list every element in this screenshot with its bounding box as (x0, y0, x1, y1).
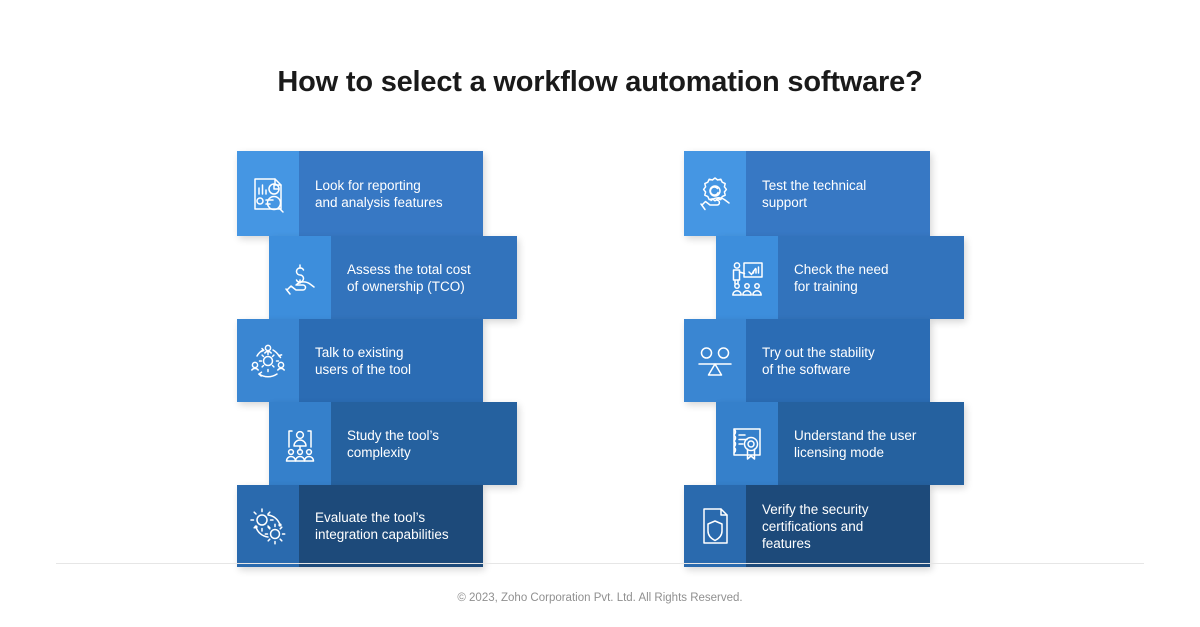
card-label: Try out the stability of the software (762, 344, 875, 377)
card-body: Test the technical support (746, 151, 930, 236)
card-label: Assess the total cost of ownership (TCO) (347, 261, 471, 294)
footer-copyright: © 2023, Zoho Corporation Pvt. Ltd. All R… (457, 592, 743, 604)
card-test-technical-support[interactable]: Test the technical support (684, 151, 930, 236)
card-try-out-stability[interactable]: Try out the stability of the software (684, 319, 930, 402)
training-board-icon (716, 236, 778, 319)
page-title: How to select a workflow automation soft… (277, 66, 923, 98)
presenter-audience-icon (269, 402, 331, 485)
card-assess-total-cost[interactable]: Assess the total cost of ownership (TCO) (269, 236, 517, 319)
card-label: Test the technical support (762, 177, 867, 210)
card-body: Verify the security certifications and f… (746, 485, 930, 567)
card-label: Understand the user licensing mode (794, 427, 917, 460)
card-body: Look for reporting and analysis features (299, 151, 483, 236)
card-body: Try out the stability of the software (746, 319, 930, 402)
card-body: Evaluate the tool’s integration capabili… (299, 485, 483, 567)
document-shield-icon (684, 485, 746, 567)
card-body: Talk to existing users of the tool (299, 319, 483, 402)
card-verify-security-certifications[interactable]: Verify the security certifications and f… (684, 485, 930, 567)
card-body: Check the need for training (778, 236, 964, 319)
card-body: Understand the user licensing mode (778, 402, 964, 485)
card-body: Study the tool’s complexity (331, 402, 517, 485)
card-talk-to-existing-users[interactable]: Talk to existing users of the tool (237, 319, 483, 402)
footer-divider (56, 563, 1144, 564)
card-body: Assess the total cost of ownership (TCO) (331, 236, 517, 319)
card-evaluate-integration[interactable]: Evaluate the tool’s integration capabili… (237, 485, 483, 567)
hand-support-badge-icon (684, 151, 746, 236)
card-understand-licensing[interactable]: Understand the user licensing mode (716, 402, 964, 485)
right-column: Test the technical support (684, 151, 964, 567)
card-label: Check the need for training (794, 261, 889, 294)
gears-integration-icon (237, 485, 299, 567)
card-label: Study the tool’s complexity (347, 427, 440, 460)
users-cycle-gear-icon (237, 319, 299, 402)
card-check-need-for-training[interactable]: Check the need for training (716, 236, 964, 319)
left-column: Look for reporting and analysis features… (237, 151, 517, 567)
card-label: Talk to existing users of the tool (315, 344, 412, 377)
balance-scale-icon (684, 319, 746, 402)
card-label: Look for reporting and analysis features (315, 177, 443, 210)
hand-dollar-icon (269, 236, 331, 319)
report-analysis-icon (237, 151, 299, 236)
card-label: Evaluate the tool’s integration capabili… (315, 510, 449, 542)
card-look-for-reporting[interactable]: Look for reporting and analysis features (237, 151, 483, 236)
license-certificate-icon (716, 402, 778, 485)
card-study-tool-complexity[interactable]: Study the tool’s complexity (269, 402, 517, 485)
card-label: Verify the security certifications and f… (762, 501, 869, 551)
